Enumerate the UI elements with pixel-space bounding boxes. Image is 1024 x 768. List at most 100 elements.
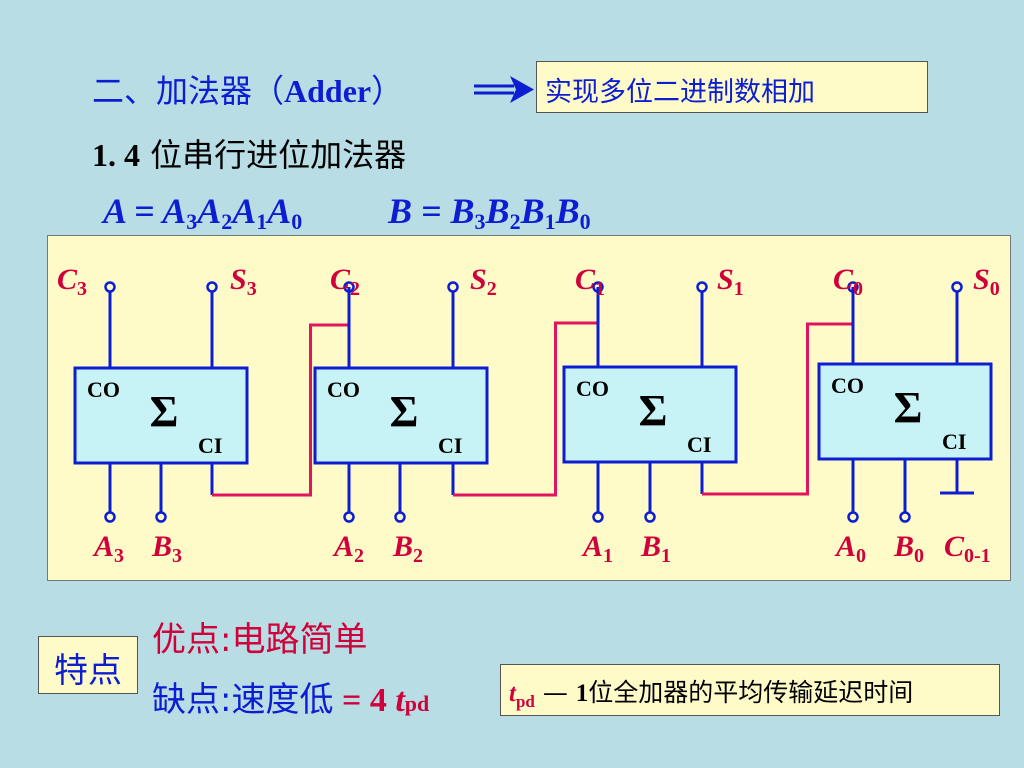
advantage-text: 电路简单 [231, 620, 368, 660]
a-input-terminal [592, 511, 604, 523]
a-input-label-letter: A [583, 530, 604, 563]
sum-label-index: 0 [989, 278, 1000, 300]
b-input-label-index: 2 [413, 545, 424, 567]
sum-label-letter: S [470, 263, 487, 296]
b-input-label-letter: B [393, 530, 414, 563]
carry-out-label-letter: C [575, 263, 596, 296]
b-input-label: B0 [894, 530, 924, 568]
sum-label: S3 [230, 263, 257, 301]
co-label: CO [87, 377, 120, 402]
sigma-symbol: Σ [150, 387, 179, 436]
a-input-terminal [104, 511, 116, 523]
sigma-symbol: Σ [894, 383, 923, 432]
tpd-symbol: tpd [509, 680, 535, 711]
sum-terminal [206, 281, 218, 293]
carry-chain-wire [212, 323, 349, 497]
sum-label-index: 1 [733, 278, 744, 300]
equation-term-index: 3 [474, 209, 486, 234]
ci-label: CI [198, 433, 222, 458]
a-input-label-index: 2 [354, 545, 365, 567]
carry-out-terminal [104, 281, 116, 293]
carry-chain-wire [702, 322, 853, 496]
title-latin: Adder [284, 73, 372, 109]
equation-term-index: 0 [579, 209, 591, 234]
equation-lhs: B [388, 191, 413, 231]
ci-label: CI [687, 432, 711, 457]
co-label: CO [831, 373, 864, 398]
advantage-line: 优点:电路简单 [152, 612, 367, 661]
equation-equals: = [125, 191, 163, 231]
sum-terminal [447, 281, 459, 293]
equation-term: B [450, 191, 475, 231]
equation-term: B [555, 191, 580, 231]
section-heading: 1. 4 位串行进位加法器 [92, 130, 406, 176]
equation-term: A [162, 191, 187, 231]
b-input-label-letter: B [152, 530, 173, 563]
equation-term: B [485, 191, 510, 231]
equation-term-index: 1 [544, 209, 556, 234]
tpd-text: 位全加器的平均传输延迟时间 [588, 678, 914, 707]
adder-block [73, 366, 249, 465]
tpd-sub: pd [515, 692, 535, 711]
tpd-definition: tpd — 1位全加器的平均传输延迟时间 [500, 664, 1000, 716]
carry-out-label-index: 1 [595, 278, 606, 300]
equation-lhs: A [103, 191, 126, 231]
equation-term: A [197, 191, 222, 231]
equation-term: B [520, 191, 545, 231]
equation-term-index: 3 [186, 209, 198, 234]
a-input-label-index: 1 [603, 545, 614, 567]
equation-term: A [232, 191, 257, 231]
section-heading-text: 位串行进位加法器 [140, 136, 407, 174]
description-note: 实现多位二进制数相加 [536, 61, 928, 113]
arrow-right-icon [474, 76, 534, 103]
carry-out-label-letter: C [57, 263, 78, 296]
sum-label: S0 [973, 263, 1000, 301]
b-input-label: B1 [641, 530, 671, 568]
a-input-terminal [847, 511, 859, 523]
carry-out-label-letter: C [833, 263, 854, 296]
equation-equals: = [412, 191, 451, 231]
sum-label: S2 [470, 263, 497, 301]
b-input-terminal [155, 511, 167, 523]
b-input-label-index: 1 [661, 545, 672, 567]
disadvantage-t: t [395, 682, 405, 719]
disadvantage-text: 速度低 [231, 680, 334, 720]
b-input-terminal [644, 511, 656, 523]
equation-a: A = A3A2A1A0 [103, 190, 302, 235]
disadvantage-equation: = 4 [333, 682, 396, 719]
b-input-label: B2 [393, 530, 423, 568]
carry-out-label-index: 3 [77, 278, 88, 300]
tpd-dash: — [534, 678, 576, 707]
tpd-t: t [509, 680, 516, 707]
sum-label-letter: S [973, 263, 990, 296]
equation-b: B = B3B2B1B0 [388, 190, 591, 235]
sum-terminal [696, 281, 708, 293]
a-input-label-index: 3 [114, 545, 125, 567]
sum-label-index: 3 [246, 278, 257, 300]
disadvantage-label: 缺点: [152, 680, 232, 720]
disadvantage-t-sub: pd [404, 691, 430, 716]
sum-label-index: 2 [486, 278, 497, 300]
a-input-label-index: 0 [856, 545, 867, 567]
features-label: 特点 [38, 636, 138, 694]
ci-label: CI [942, 429, 966, 454]
equation-term-index: 2 [509, 209, 521, 234]
ci-label: CI [438, 433, 462, 458]
a-input-label: A2 [334, 530, 364, 568]
equation-term: A [267, 191, 292, 231]
carry-out-label: C3 [57, 263, 87, 301]
a-input-terminal [343, 511, 355, 523]
sum-label-letter: S [230, 263, 247, 296]
b-input-label-letter: B [894, 530, 915, 563]
equation-term-index: 1 [256, 209, 268, 234]
equation-term-index: 0 [291, 209, 303, 234]
sum-label: S1 [717, 263, 744, 301]
title-suffix: ） [371, 72, 404, 110]
a-input-label: A1 [583, 530, 613, 568]
adder-block [313, 366, 489, 465]
tpd-one: 1 [575, 680, 589, 707]
sigma-symbol: Σ [639, 386, 668, 435]
page-title: 二、加法器（Adder） [92, 66, 403, 112]
b-input-terminal [394, 511, 406, 523]
